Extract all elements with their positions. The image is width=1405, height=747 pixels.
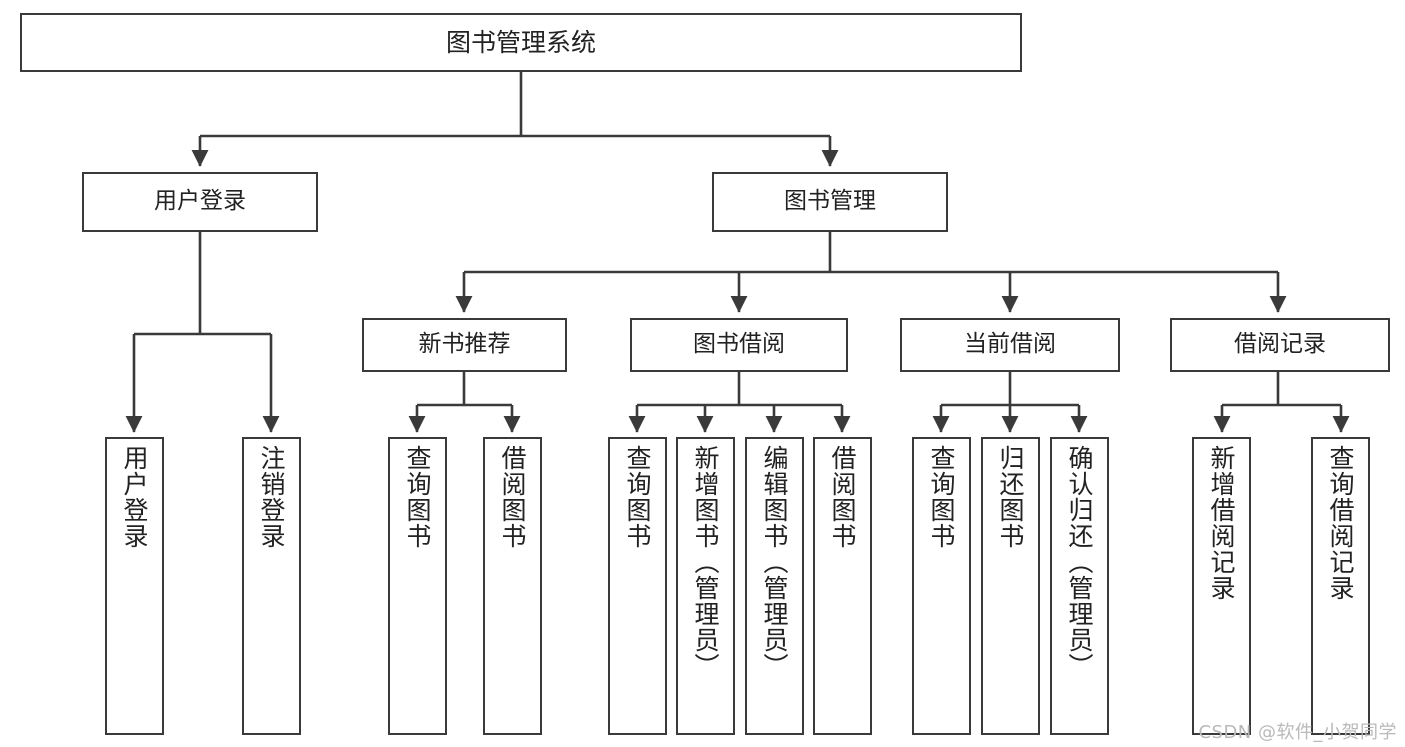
node-new-book-recommend[interactable]: 新书推荐 xyxy=(362,318,567,372)
node-leaf-user-login-signout-label: 注销登录 xyxy=(257,445,286,549)
node-leaf-book-borrow-add[interactable]: 新增图书（管理员） xyxy=(676,437,735,735)
node-leaf-user-login-signin[interactable]: 用户登录 xyxy=(105,437,164,735)
node-root-system[interactable]: 图书管理系统 xyxy=(20,13,1022,72)
node-book-borrow-label: 图书借阅 xyxy=(693,331,785,358)
node-leaf-borrow-record-query[interactable]: 查询借阅记录 xyxy=(1311,437,1370,735)
node-leaf-book-borrow-edit-label: 编辑图书（管理员） xyxy=(760,445,789,679)
node-leaf-new-book-query[interactable]: 查询图书 xyxy=(388,437,447,735)
node-user-login-label: 用户登录 xyxy=(154,188,246,215)
node-new-book-recommend-label: 新书推荐 xyxy=(418,331,511,358)
node-borrow-record[interactable]: 借阅记录 xyxy=(1170,318,1390,372)
node-root-system-label: 图书管理系统 xyxy=(445,27,596,57)
node-leaf-user-login-signin-label: 用户登录 xyxy=(120,445,149,549)
node-leaf-user-login-signout[interactable]: 注销登录 xyxy=(242,437,301,735)
node-leaf-borrow-record-add-label: 新增借阅记录 xyxy=(1207,445,1236,601)
node-leaf-book-borrow-edit[interactable]: 编辑图书（管理员） xyxy=(745,437,804,735)
node-leaf-new-book-borrow[interactable]: 借阅图书 xyxy=(483,437,542,735)
node-borrow-record-label: 借阅记录 xyxy=(1234,331,1326,358)
node-leaf-current-borrow-query-label: 查询图书 xyxy=(927,445,956,549)
node-leaf-current-borrow-confirm-return-label: 确认归还（管理员） xyxy=(1065,445,1094,679)
node-leaf-new-book-query-label: 查询图书 xyxy=(403,445,432,549)
node-leaf-book-borrow-lend[interactable]: 借阅图书 xyxy=(813,437,872,735)
node-leaf-book-borrow-query[interactable]: 查询图书 xyxy=(608,437,667,735)
node-leaf-current-borrow-query[interactable]: 查询图书 xyxy=(912,437,971,735)
node-leaf-book-borrow-query-label: 查询图书 xyxy=(623,445,652,549)
node-leaf-borrow-record-add[interactable]: 新增借阅记录 xyxy=(1192,437,1251,735)
node-leaf-borrow-record-query-label: 查询借阅记录 xyxy=(1326,445,1355,601)
node-book-management[interactable]: 图书管理 xyxy=(712,172,948,232)
node-leaf-current-borrow-confirm-return[interactable]: 确认归还（管理员） xyxy=(1050,437,1109,735)
node-user-login[interactable]: 用户登录 xyxy=(82,172,318,232)
node-book-borrow[interactable]: 图书借阅 xyxy=(630,318,848,372)
node-leaf-current-borrow-return-label: 归还图书 xyxy=(996,445,1025,549)
node-current-borrow-label: 当前借阅 xyxy=(964,331,1056,358)
node-leaf-book-borrow-lend-label: 借阅图书 xyxy=(828,445,857,549)
node-book-management-label: 图书管理 xyxy=(784,188,876,215)
node-leaf-current-borrow-return[interactable]: 归还图书 xyxy=(981,437,1040,735)
node-leaf-book-borrow-add-label: 新增图书（管理员） xyxy=(691,445,720,679)
node-current-borrow[interactable]: 当前借阅 xyxy=(900,318,1120,372)
node-leaf-new-book-borrow-label: 借阅图书 xyxy=(498,445,527,549)
